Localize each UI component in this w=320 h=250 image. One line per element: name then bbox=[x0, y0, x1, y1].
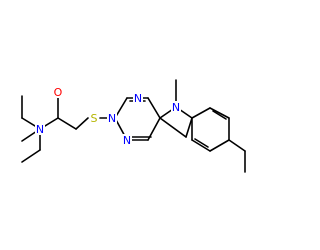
bond bbox=[147, 97, 161, 119]
atom-label-n2: N bbox=[134, 92, 142, 105]
bond bbox=[57, 117, 77, 130]
bond bbox=[209, 139, 230, 152]
atom-label-s1: S bbox=[91, 112, 98, 125]
atom-background bbox=[171, 101, 181, 113]
atom-background bbox=[35, 123, 45, 135]
bond bbox=[185, 117, 193, 138]
atom-background bbox=[133, 92, 143, 104]
double-bond bbox=[212, 110, 227, 120]
atom-background bbox=[107, 112, 117, 124]
atom-label-n1: N bbox=[36, 123, 44, 136]
atom-background bbox=[89, 112, 99, 124]
atom-label-n4: N bbox=[123, 134, 131, 147]
bond bbox=[21, 149, 41, 163]
atom-label-n5: N bbox=[172, 101, 180, 114]
double-bond bbox=[194, 138, 209, 148]
atom-background bbox=[122, 134, 132, 146]
atom-label-o1: O bbox=[54, 86, 63, 99]
bond bbox=[228, 139, 246, 152]
bond bbox=[209, 107, 230, 119]
atom-background bbox=[53, 86, 63, 98]
bond bbox=[191, 107, 211, 119]
bond bbox=[159, 117, 187, 138]
bond bbox=[191, 139, 211, 152]
atom-label-n3: N bbox=[108, 112, 116, 125]
bond bbox=[75, 117, 89, 130]
